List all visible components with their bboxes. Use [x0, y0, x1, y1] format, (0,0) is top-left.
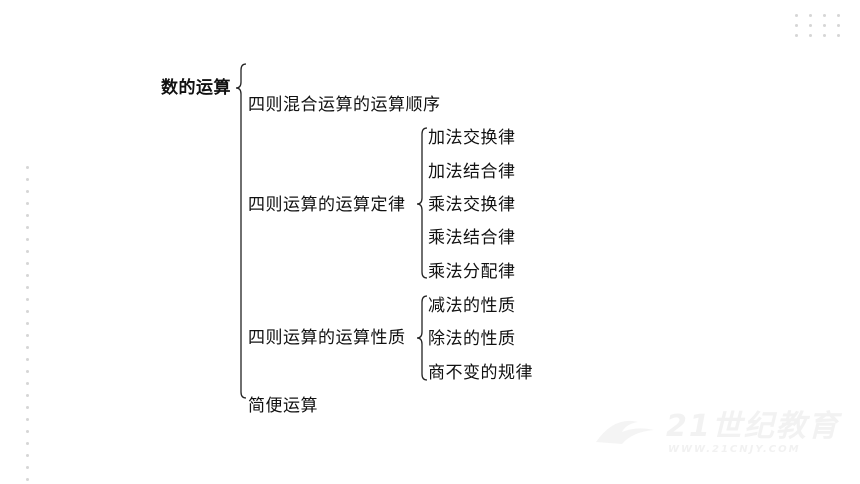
watermark-main-text: 21世纪教育	[666, 409, 840, 444]
watermark-swoosh-icon	[596, 420, 654, 444]
branch-simplified: 简便运算	[248, 396, 318, 416]
laws-bracket	[416, 127, 428, 279]
root-bracket	[235, 63, 247, 399]
leaf-division-property: 除法的性质	[428, 329, 516, 349]
decorative-dot-column	[26, 166, 29, 481]
branch-laws: 四则运算的运算定律	[248, 195, 406, 215]
branch-order: 四则混合运算的运算顺序	[248, 95, 441, 115]
branch-properties: 四则运算的运算性质	[248, 328, 406, 348]
watermark-url-text: WWW.21CNJY.COM	[668, 444, 801, 455]
leaf-quotient-invariance: 商不变的规律	[428, 363, 533, 383]
leaf-addition-associative: 加法结合律	[428, 162, 516, 182]
leaf-subtraction-property: 减法的性质	[428, 296, 516, 316]
root-node: 数的运算	[161, 78, 231, 98]
decorative-dot-grid	[795, 14, 843, 37]
leaf-multiplication-commutative: 乘法交换律	[428, 195, 516, 215]
leaf-addition-commutative: 加法交换律	[428, 128, 516, 148]
leaf-multiplication-associative: 乘法结合律	[428, 228, 516, 248]
leaf-multiplication-distributive: 乘法分配律	[428, 262, 516, 282]
watermark-logo: 21世纪教育 WWW.21CNJY.COM	[592, 410, 842, 462]
properties-bracket	[416, 295, 428, 381]
